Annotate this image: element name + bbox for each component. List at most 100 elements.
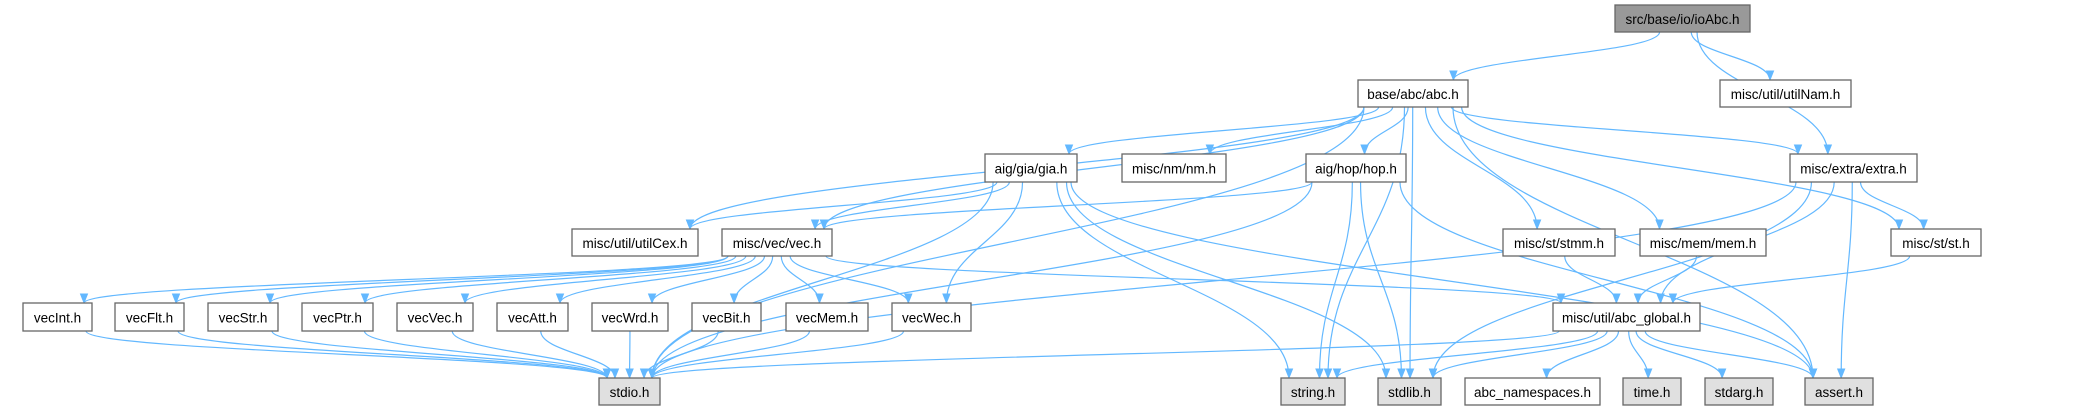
- node-box: [1614, 4, 1751, 33]
- node-label: misc/extra/extra.h: [1800, 162, 1907, 177]
- edge-gia-to-vecWec: [942, 181, 1024, 305]
- edge-abcGlobal-to-string: [1332, 330, 1599, 380]
- node-hop[interactable]: aig/hop/hop.h: [1305, 153, 1407, 183]
- node-io-abc[interactable]: src/base/io/ioAbc.h: [1614, 4, 1751, 33]
- edge-vecWec-to-stdio: [647, 330, 905, 380]
- edge-abcGlobal-to-stdio: [648, 330, 1560, 380]
- edge-vecBit-to-stdio: [639, 330, 719, 380]
- node-label: stdarg.h: [1715, 385, 1764, 400]
- edge-vecMem-to-stdio: [647, 330, 811, 380]
- node-vec-bit[interactable]: vecBit.h: [691, 302, 762, 332]
- edge-stmm-to-abcGlobal: [1564, 255, 1621, 305]
- node-box: [1280, 377, 1346, 406]
- node-label: stdio.h: [610, 385, 650, 400]
- node-box: [1464, 377, 1601, 406]
- node-string: string.h: [1280, 377, 1346, 406]
- node-stmm[interactable]: misc/st/stmm.h: [1502, 228, 1616, 257]
- node-stdio: stdio.h: [598, 377, 661, 406]
- node-abc-global[interactable]: misc/util/abc_global.h: [1552, 302, 1701, 332]
- node-label: misc/st/st.h: [1902, 236, 1970, 251]
- edge-vecVec-to-stdio: [451, 330, 612, 380]
- node-stdarg: stdarg.h: [1704, 377, 1774, 406]
- node-util-cex[interactable]: misc/util/utilCex.h: [571, 228, 699, 257]
- edge-abc-to-gia: [1064, 106, 1380, 156]
- node-nm[interactable]: misc/nm/nm.h: [1121, 153, 1227, 183]
- node-stdlib: stdlib.h: [1377, 377, 1442, 406]
- node-box: [785, 302, 869, 332]
- node-label: misc/mem/mem.h: [1650, 236, 1757, 251]
- edge-vec-to-vecMem: [780, 255, 824, 305]
- node-box: [1789, 153, 1918, 183]
- node-abc-ns[interactable]: abc_namespaces.h: [1464, 377, 1601, 406]
- edge-vec-to-vecPtr: [360, 255, 737, 305]
- node-box: [1719, 79, 1852, 108]
- node-vec-att[interactable]: vecAtt.h: [496, 302, 569, 332]
- node-vec-wec[interactable]: vecWec.h: [891, 302, 972, 332]
- node-label: misc/st/stmm.h: [1514, 236, 1604, 251]
- node-label: vecAtt.h: [508, 311, 557, 326]
- node-util-nam[interactable]: misc/util/utilNam.h: [1719, 79, 1852, 108]
- edge-vecInt-to-stdio: [85, 330, 612, 380]
- node-box: [571, 228, 699, 257]
- edge-abc-to-assert: [1452, 106, 1818, 380]
- node-box: [1305, 153, 1407, 183]
- node-time: time.h: [1622, 377, 1682, 406]
- node-label: time.h: [1634, 385, 1671, 400]
- edge-extra-to-stdlib: [1428, 181, 1813, 380]
- node-box: [691, 302, 762, 332]
- edge-hop-to-stdio: [647, 181, 1313, 380]
- node-label: abc_namespaces.h: [1474, 385, 1591, 400]
- node-box: [22, 302, 93, 332]
- edge-abc-to-extra: [1450, 106, 1803, 156]
- edge-vec-to-vecVec: [460, 255, 747, 305]
- edge-gia-to-stdio: [647, 181, 994, 380]
- node-vec-flt[interactable]: vecFlt.h: [114, 302, 185, 332]
- edge-vec-to-vecAtt: [555, 255, 756, 305]
- node-box: [891, 302, 972, 332]
- node-box: [1804, 377, 1874, 406]
- node-box: [1121, 153, 1227, 183]
- edge-extra-to-assert: [1836, 181, 1853, 380]
- node-label: assert.h: [1815, 385, 1863, 400]
- node-vec-int[interactable]: vecInt.h: [22, 302, 93, 332]
- node-vec[interactable]: misc/vec/vec.h: [721, 228, 833, 257]
- edge-vec-to-vecWec: [789, 255, 913, 305]
- node-extra[interactable]: misc/extra/extra.h: [1789, 153, 1918, 183]
- node-label: vecStr.h: [219, 311, 268, 326]
- edge-abcGlobal-to-stdarg: [1635, 330, 1727, 380]
- edge-hop-to-vec: [819, 181, 1313, 231]
- node-vec-str[interactable]: vecStr.h: [207, 302, 279, 332]
- node-vec-vec[interactable]: vecVec.h: [396, 302, 474, 332]
- node-label: src/base/io/ioAbc.h: [1625, 12, 1739, 27]
- node-vec-mem[interactable]: vecMem.h: [785, 302, 869, 332]
- edge-ioAbc-to-utilNam: [1690, 31, 1775, 82]
- node-label: stdlib.h: [1388, 385, 1431, 400]
- edge-abcGlobal-to-stdlib: [1428, 330, 1608, 380]
- node-abc[interactable]: base/abc/abc.h: [1357, 79, 1469, 108]
- node-label: vecMem.h: [796, 311, 858, 326]
- node-label: vecBit.h: [702, 311, 750, 326]
- node-label: aig/hop/hop.h: [1315, 162, 1397, 177]
- node-box: [1704, 377, 1774, 406]
- node-box: [207, 302, 279, 332]
- node-box: [396, 302, 474, 332]
- edge-vecPtr-to-stdio: [363, 330, 612, 380]
- node-mem[interactable]: misc/mem/mem.h: [1639, 228, 1767, 257]
- node-gia[interactable]: aig/gia/gia.h: [984, 153, 1078, 183]
- node-label: vecFlt.h: [126, 311, 173, 326]
- edge-vec-to-vecBit: [729, 255, 774, 305]
- edge-vec-to-abcGlobal: [825, 255, 1565, 305]
- edge-mem-to-abcGlobal: [1633, 255, 1698, 305]
- node-vec-wrd[interactable]: vecWrd.h: [591, 302, 669, 332]
- node-st[interactable]: misc/st/st.h: [1890, 228, 1982, 257]
- node-box: [1552, 302, 1701, 332]
- edge-abcGlobal-to-assert: [1644, 330, 1818, 380]
- node-vec-ptr[interactable]: vecPtr.h: [301, 302, 374, 332]
- node-box: [301, 302, 374, 332]
- node-box: [591, 302, 669, 332]
- edges-layer: [79, 31, 1928, 380]
- node-label: misc/util/utilCex.h: [582, 236, 687, 251]
- edge-abc-to-stdlib: [1405, 106, 1415, 380]
- edge-hop-to-assert: [1399, 181, 1818, 380]
